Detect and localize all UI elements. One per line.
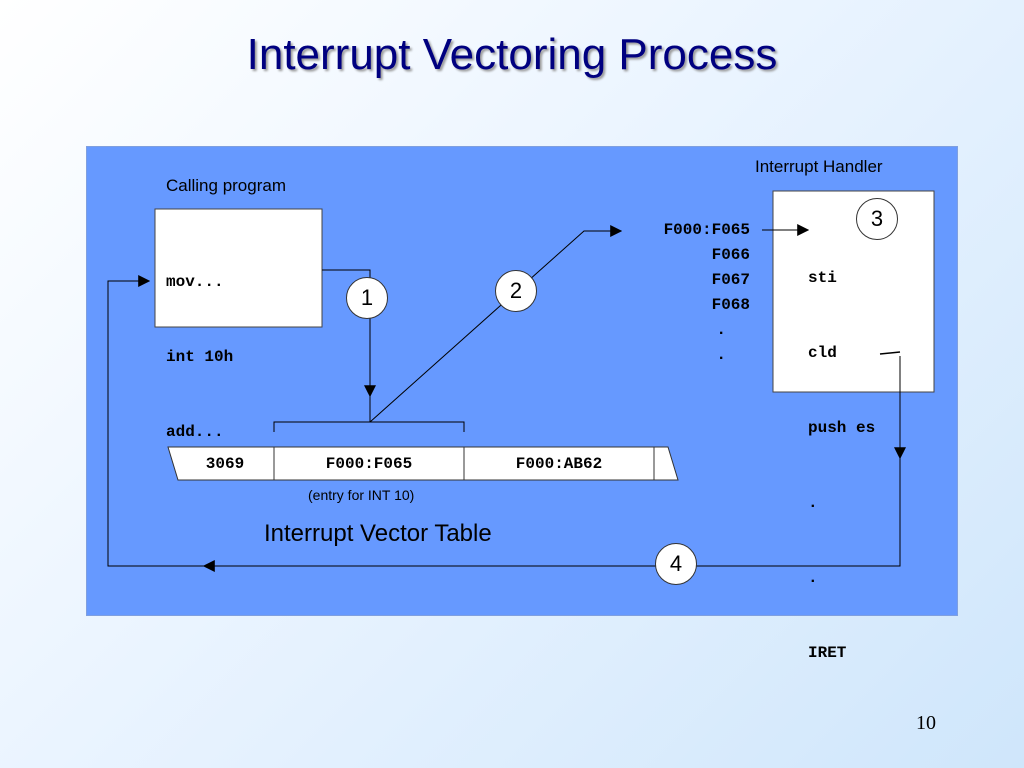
step-1-arrow	[322, 269, 376, 398]
step-4-circle: 4	[655, 543, 697, 585]
code-line: .	[808, 494, 818, 512]
address-line: .	[716, 346, 726, 364]
vector-table-label: Interrupt Vector Table	[264, 520, 492, 547]
interrupt-handler-label: Interrupt Handler	[755, 157, 883, 176]
vector-table-strip	[167, 446, 679, 481]
step-2-circle: 2	[495, 270, 537, 312]
code-line: .	[808, 569, 818, 587]
vector-table-cell: F000:AB62	[515, 455, 603, 473]
slide-title: Interrupt Vectoring Process	[246, 30, 778, 79]
calling-program-box	[154, 208, 323, 328]
address-line: F066	[711, 246, 750, 264]
address-line: F068	[711, 296, 750, 314]
code-line: cld	[808, 344, 837, 362]
iret-mark	[879, 351, 901, 355]
step-1-circle: 1	[346, 277, 388, 319]
address-line: F000:F065	[663, 221, 750, 239]
code-line: push es	[808, 419, 876, 437]
entry-bracket	[273, 421, 465, 432]
handler-addresses: F000:F065 F066 F067 F068 . .	[630, 218, 750, 368]
code-line: int 10h	[166, 348, 234, 366]
code-line: add...	[166, 423, 224, 441]
return-left-arrow	[107, 275, 204, 567]
address-line: F067	[711, 271, 750, 289]
step-3-circle: 3	[856, 198, 898, 240]
calling-program-label: Calling program	[166, 176, 286, 195]
vector-table-cell: F000:F065	[325, 455, 413, 473]
code-line: IRET	[808, 644, 847, 662]
page-number: 10	[916, 712, 936, 734]
entry-note: (entry for INT 10)	[308, 487, 415, 503]
calling-program-code: mov... int 10h add...	[166, 220, 233, 470]
address-line: .	[716, 321, 726, 339]
code-line: mov...	[166, 273, 224, 291]
vector-table-cell: 3069	[205, 455, 245, 473]
code-line: sti	[808, 269, 837, 287]
handler-code: sti cld push es . . IRET	[808, 216, 875, 691]
return-bottom-arrow	[202, 458, 901, 572]
step-2-arrow	[369, 225, 623, 423]
